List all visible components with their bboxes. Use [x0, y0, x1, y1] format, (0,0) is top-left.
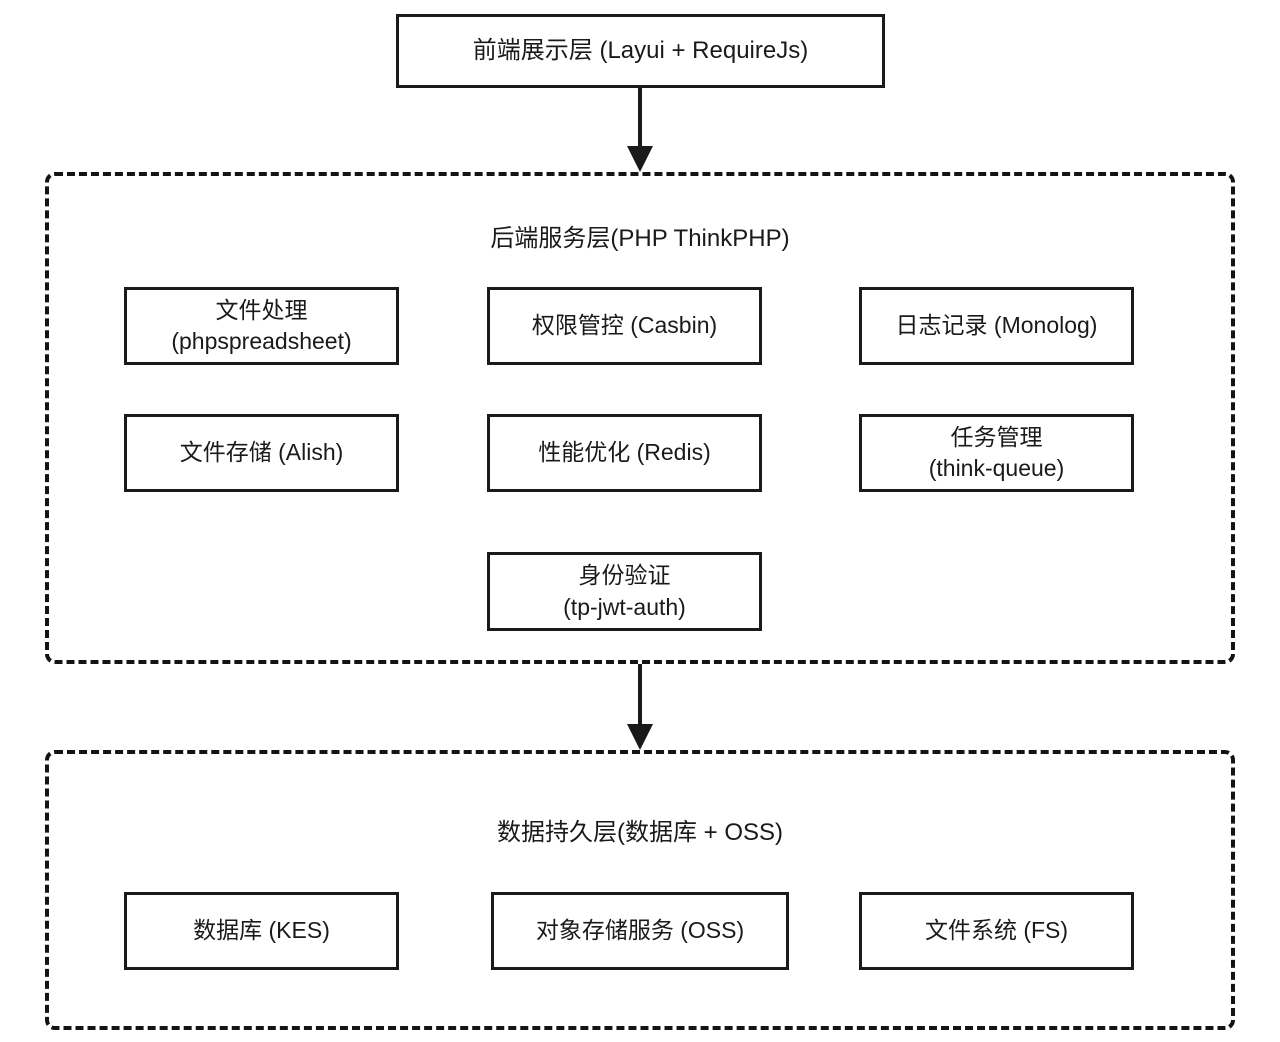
node-object-storage: 对象存储服务 (OSS)	[491, 892, 789, 970]
node-file-system: 文件系统 (FS)	[859, 892, 1134, 970]
node-database: 数据库 (KES)	[124, 892, 399, 970]
arrow-backend-to-data-line	[638, 664, 642, 728]
arrow-frontend-to-backend-head	[627, 146, 653, 172]
node-label: 任务管理	[950, 423, 1043, 450]
node-label: 日志记录 (Monolog)	[895, 312, 1098, 339]
node-frontend-label: 前端展示层 (Layui + RequireJs)	[472, 36, 809, 64]
node-permission-control: 权限管控 (Casbin)	[487, 287, 762, 365]
arrow-backend-to-data-head	[627, 724, 653, 750]
node-frontend-layer: 前端展示层 (Layui + RequireJs)	[396, 14, 885, 88]
arrow-frontend-to-backend-line	[638, 88, 642, 150]
node-label: 文件系统 (FS)	[924, 917, 1069, 944]
backend-layer-title: 后端服务层(PHP ThinkPHP)	[490, 225, 790, 252]
node-task-management: 任务管理 (think-queue)	[859, 414, 1134, 492]
data-persistence-layer-container: 数据持久层(数据库 + OSS) 数据库 (KES) 对象存储服务 (OSS) …	[45, 750, 1235, 1030]
node-logging: 日志记录 (Monolog)	[859, 287, 1134, 365]
node-label: 性能优化 (Redis)	[538, 439, 711, 466]
node-authentication: 身份验证 (tp-jwt-auth)	[487, 552, 762, 631]
data-layer-title: 数据持久层(数据库 + OSS)	[496, 819, 784, 846]
node-label: 文件处理	[215, 296, 308, 323]
node-label: 对象存储服务 (OSS)	[535, 917, 745, 944]
node-label: 身份验证	[578, 562, 671, 589]
node-file-storage: 文件存储 (Alish)	[124, 414, 399, 492]
node-sublabel: (tp-jwt-auth)	[563, 593, 686, 620]
node-label: 文件存储 (Alish)	[179, 439, 344, 466]
node-sublabel: (phpspreadsheet)	[171, 328, 352, 354]
node-sublabel: (think-queue)	[928, 455, 1065, 481]
backend-layer-container: 后端服务层(PHP ThinkPHP) 文件处理 (phpspreadsheet…	[45, 172, 1235, 664]
node-performance-cache: 性能优化 (Redis)	[487, 414, 762, 492]
node-label: 数据库 (KES)	[193, 917, 330, 944]
node-label: 权限管控 (Casbin)	[531, 312, 718, 339]
node-file-processing: 文件处理 (phpspreadsheet)	[124, 287, 399, 365]
